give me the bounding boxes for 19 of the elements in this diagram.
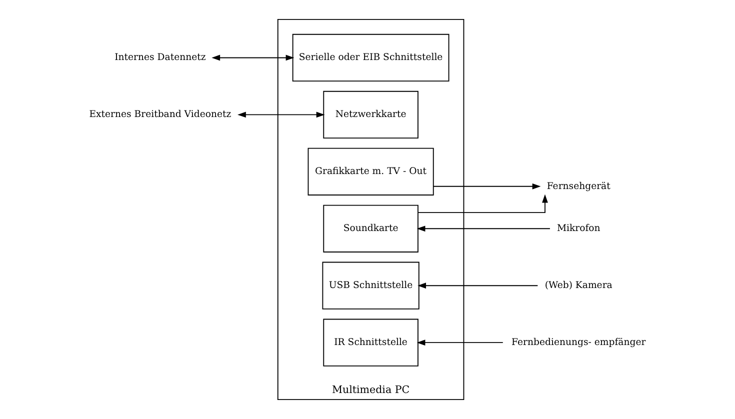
arrow bbox=[417, 282, 538, 289]
node-text: (Web) Kamera bbox=[544, 280, 612, 291]
node-text: Externes Breitband Videonetz bbox=[88, 109, 231, 120]
arrow bbox=[211, 54, 294, 61]
node-text: Fernbedienungs- empfänger bbox=[511, 336, 646, 348]
arrow bbox=[416, 226, 550, 232]
node-box: IR Schnittstelle bbox=[322, 318, 418, 366]
node-box: Serielle oder EIB Schnittstelle bbox=[292, 34, 449, 82]
arrow bbox=[417, 194, 548, 213]
arrow bbox=[416, 340, 503, 346]
node-text: Fernsehgerät bbox=[546, 180, 610, 192]
arrow bbox=[237, 112, 324, 118]
node-box: Grafikkarte m. TV - Out bbox=[307, 148, 434, 196]
node-text: Internes Datennetz bbox=[114, 52, 206, 64]
node-text: Mikrofon bbox=[556, 222, 600, 234]
arrow bbox=[432, 183, 540, 190]
node-box: Netzwerkkarte bbox=[322, 90, 418, 139]
node-box: Soundkarte bbox=[322, 204, 418, 252]
node-box: USB Schnittstelle bbox=[322, 262, 419, 310]
